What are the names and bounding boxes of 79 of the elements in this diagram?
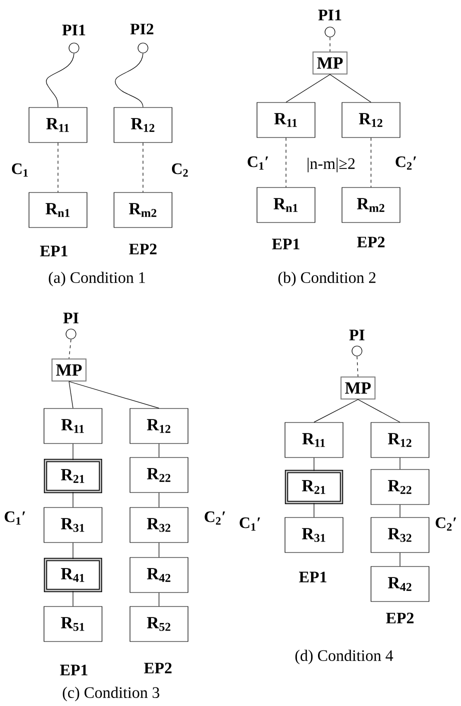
connector: [356, 356, 358, 377]
port-label: PI2: [130, 24, 154, 34]
port-circle: [68, 42, 80, 54]
port-label: PI: [349, 330, 364, 340]
endpoint-label: EP2: [357, 236, 385, 248]
path-label: C$_{1}$: [12, 163, 28, 177]
endpoint-label: EP2: [129, 244, 157, 254]
port-circle: [66, 328, 76, 340]
port-label: PI1: [318, 10, 342, 20]
connector: [72, 542, 74, 560]
process-box: R$_{31}$: [284, 517, 344, 553]
process-box: R$_{n1}$: [28, 192, 88, 228]
endpoint-label: EP2: [386, 612, 414, 624]
connector: [68, 381, 74, 408]
condition-note: |n-m|≥2: [308, 158, 355, 172]
process-box: R$_{31}$: [44, 507, 102, 543]
connector: [158, 542, 160, 558]
connector: [142, 142, 144, 192]
connector: [72, 444, 74, 460]
process-box: R$_{11}$: [256, 102, 316, 138]
path-label: C$_{2}$: [172, 163, 188, 177]
port-circle: [352, 346, 362, 356]
process-box: R$_{32}$: [370, 517, 430, 553]
connector: [115, 53, 144, 108]
process-box: R$_{42}$: [130, 557, 188, 593]
connector: [158, 492, 160, 508]
process-box: R$_{42}$: [370, 566, 430, 602]
connector: [358, 399, 400, 422]
double-box: R$_{21}$: [44, 458, 102, 494]
endpoint-label: EP2: [144, 662, 172, 674]
mp-box: MP: [52, 358, 86, 382]
panel-caption: (c) Condition 3: [62, 686, 160, 702]
path-label: C$_{2}$′: [396, 156, 416, 170]
mp-box: MP: [312, 52, 348, 74]
process-box: R$_{22}$: [370, 469, 430, 505]
process-box: R$_{32}$: [130, 507, 188, 543]
connector: [68, 381, 160, 408]
port-label: PI: [63, 312, 78, 324]
path-label: C$_{1}$′: [248, 156, 268, 170]
connector: [158, 444, 160, 458]
process-box: R$_{m2}$: [342, 187, 400, 223]
path-label: C$_{1}$′: [4, 511, 26, 525]
connector: [314, 399, 358, 422]
process-box: R$_{12}$: [114, 107, 172, 143]
process-box: R$_{11}$: [28, 107, 88, 143]
process-box: R$_{51}$: [44, 606, 102, 642]
process-box: R$_{11}$: [284, 422, 344, 458]
connector: [286, 74, 330, 102]
process-box: R$_{12}$: [342, 102, 400, 138]
process-box: R$_{12}$: [130, 408, 188, 444]
process-box: R$_{m2}$: [114, 192, 172, 228]
connector: [68, 339, 72, 359]
process-box: R$_{11}$: [44, 408, 102, 444]
connector: [72, 492, 74, 508]
endpoint-label: EP1: [40, 246, 68, 256]
endpoint-label: EP1: [272, 238, 300, 250]
double-box: R$_{41}$: [44, 558, 102, 592]
port-label: PI1: [62, 24, 86, 36]
mp-box: MP: [340, 376, 376, 400]
endpoint-label: EP1: [299, 572, 326, 582]
port-circle: [138, 42, 148, 54]
path-label: C$_{2}$′: [436, 517, 456, 531]
process-box: R$_{12}$: [370, 422, 430, 458]
panel-caption: (a) Condition 1: [48, 272, 145, 286]
connector: [46, 53, 74, 108]
process-box: R$_{22}$: [130, 457, 188, 493]
port-circle: [324, 26, 336, 38]
panel-caption: (b) Condition 2: [278, 272, 376, 286]
path-label: C$_{2}$′: [204, 511, 226, 525]
path-label: C$_{1}$′: [240, 517, 260, 531]
process-box: R$_{n1}$: [256, 187, 316, 223]
connector: [330, 74, 372, 102]
connector: [158, 592, 160, 606]
double-box: R$_{21}$: [284, 470, 344, 504]
panel-caption: (d) Condition 4: [295, 650, 394, 664]
connector: [370, 138, 372, 188]
process-box: R$_{52}$: [130, 606, 188, 642]
connector: [72, 590, 74, 606]
endpoint-label: EP1: [60, 664, 88, 676]
